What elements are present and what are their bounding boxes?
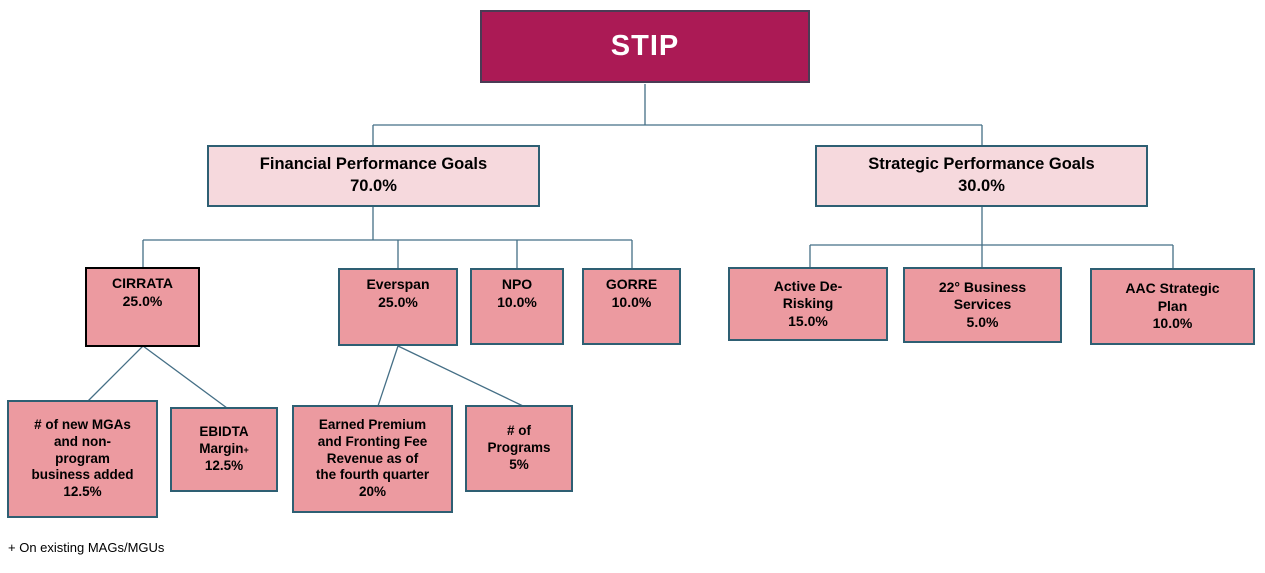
node-stip: STIP: [480, 10, 810, 83]
node-weight: 20%: [358, 484, 387, 500]
node-label: Everspan: [366, 276, 430, 292]
node-gorre: GORRE 10.0%: [582, 268, 681, 345]
node-22-business-services: 22° Business Services 5.0%: [903, 267, 1062, 343]
connector-financial-children: [142, 206, 633, 269]
node-label: Earned Premium and Fronting Fee Revenue …: [315, 417, 430, 483]
node-label: GORRE: [605, 276, 658, 292]
node-aac-strategic-plan: AAC Strategic Plan 10.0%: [1090, 268, 1255, 345]
node-weight: 5.0%: [966, 313, 999, 330]
node-weight: 30.0%: [958, 177, 1005, 195]
node-active-de-risking: Active De- Risking 15.0%: [728, 267, 888, 341]
node-label: # of new MGAs and non- program business …: [31, 417, 134, 483]
node-weight: 5%: [509, 456, 529, 472]
node-weight: 25.0%: [378, 293, 418, 310]
node-earned-premium: Earned Premium and Fronting Fee Revenue …: [292, 405, 453, 513]
node-label: NPO: [501, 276, 533, 292]
connector-root-to-groups: [372, 84, 983, 146]
footnote: + On existing MAGs/MGUs: [8, 540, 165, 555]
node-weight: 12.5%: [63, 484, 102, 500]
node-label: Financial Performance Goals: [259, 155, 488, 174]
node-weight: 25.0%: [122, 292, 163, 309]
node-weight: 12.5%: [204, 457, 244, 473]
node-label: 22° Business Services: [938, 278, 1027, 313]
node-number-of-programs: # of Programs 5%: [465, 405, 573, 492]
node-label: CIRRATA: [112, 275, 173, 291]
node-cirrata: CIRRATA 25.0%: [85, 267, 200, 347]
node-new-mgas: # of new MGAs and non- program business …: [7, 400, 158, 518]
node-label: # of Programs: [487, 423, 551, 456]
node-weight: 10.0%: [611, 293, 652, 310]
node-strategic-performance-goals: Strategic Performance Goals 30.0%: [815, 145, 1148, 207]
node-label: STIP: [610, 30, 680, 62]
node-label: AAC Strategic Plan: [1125, 280, 1220, 314]
node-weight: 10.0%: [1152, 315, 1193, 332]
node-npo: NPO 10.0%: [470, 268, 564, 345]
node-financial-performance-goals: Financial Performance Goals 70.0%: [207, 145, 540, 207]
node-label: EBIDTA Margin+: [199, 424, 249, 457]
node-label: Strategic Performance Goals: [868, 155, 1095, 174]
node-weight: 70.0%: [350, 177, 397, 195]
node-ebidta-margin: EBIDTA Margin+ 12.5%: [170, 407, 278, 492]
node-label: Active De- Risking: [773, 277, 843, 312]
connector-leaf-diagonals: [87, 345, 524, 409]
footnote-marker: +: [243, 445, 249, 456]
node-weight: 15.0%: [788, 312, 828, 329]
node-weight: 10.0%: [497, 293, 537, 310]
connector-strategic-children: [809, 206, 1174, 269]
node-everspan: Everspan 25.0%: [338, 268, 458, 346]
node-label-text: EBIDTA Margin: [199, 424, 249, 457]
